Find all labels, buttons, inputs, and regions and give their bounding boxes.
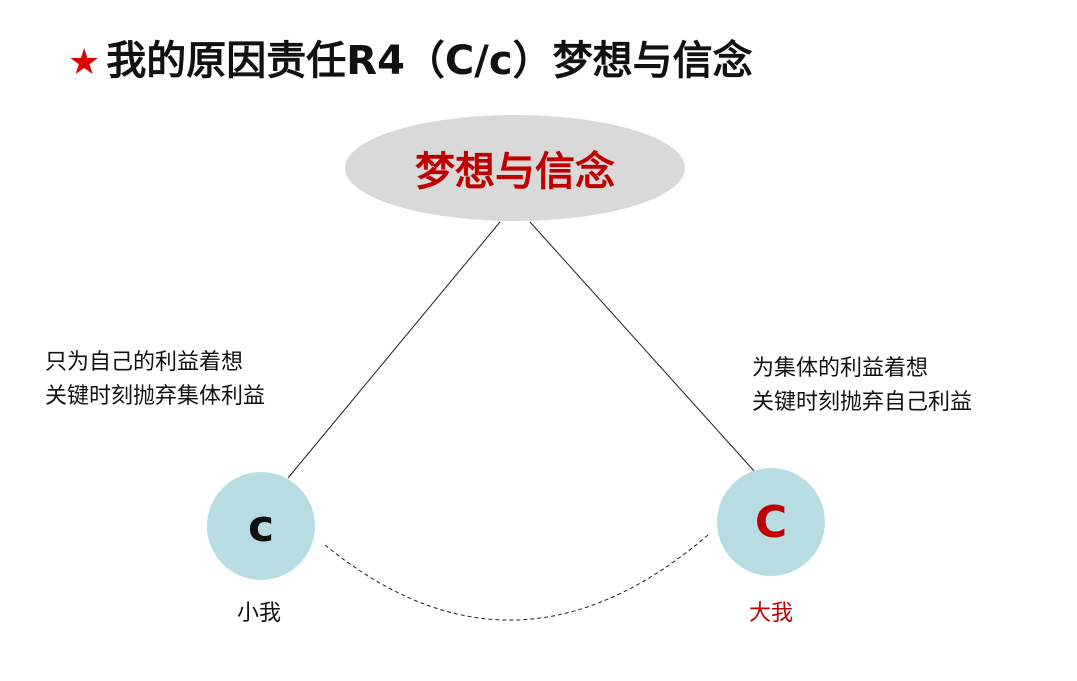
top-node-label: 梦想与信念 <box>415 149 615 195</box>
small-self-label: 小我 <box>237 601 282 626</box>
left-description: 只为自己的利益着想 关键时刻抛弃集体利益 <box>45 346 265 414</box>
right-desc-line: 关键时刻抛弃自己利益 <box>752 390 973 415</box>
line-right <box>529 221 756 473</box>
left-desc-line: 只为自己的利益着想 <box>45 350 244 375</box>
left-desc-line: 关键时刻抛弃集体利益 <box>45 384 266 409</box>
small-c-letter: c <box>247 500 275 552</box>
big-c-letter: C <box>754 496 788 548</box>
title-text: 我的原因责任R4（C/c）梦想与信念 <box>106 38 753 84</box>
big-self-node: C <box>717 468 825 576</box>
page-title: ★我的原因责任R4（C/c）梦想与信念 <box>68 28 753 86</box>
small-self-node: c <box>207 472 315 580</box>
top-node: 梦想与信念 <box>345 115 685 221</box>
star-icon: ★ <box>68 42 101 83</box>
right-description: 为集体的利益着想 关键时刻抛弃自己利益 <box>752 352 972 420</box>
line-left <box>287 221 501 479</box>
big-self-label: 大我 <box>749 601 794 626</box>
right-desc-line: 为集体的利益着想 <box>752 356 929 381</box>
dashed-arc <box>324 534 709 621</box>
